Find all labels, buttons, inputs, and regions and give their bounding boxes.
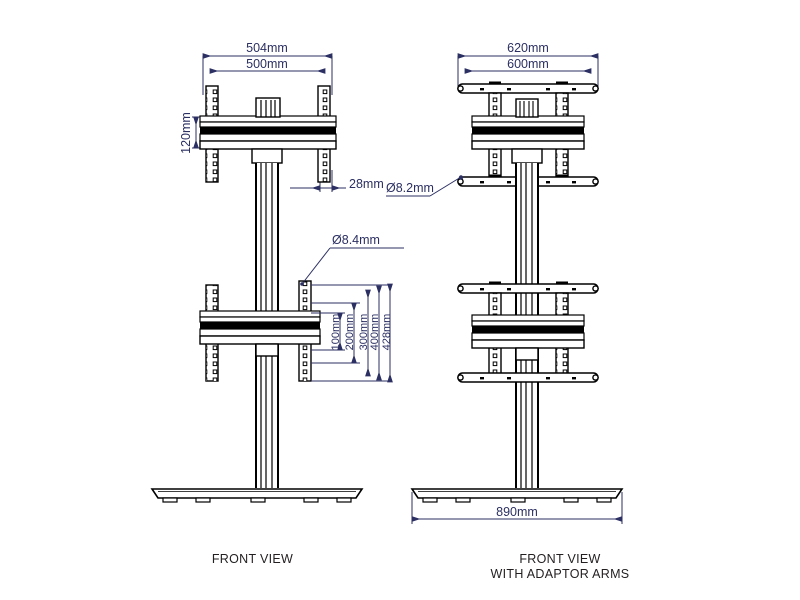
callout-diameter-84 [300, 247, 404, 286]
dimension-label-500: 500mm [246, 57, 288, 71]
callout-label-82: Ø8.2mm [386, 181, 434, 195]
dimension-504 [202, 53, 333, 95]
dimension-890 [411, 492, 623, 524]
dimension-label-28: 28mm [349, 177, 384, 191]
right-lower-post-stub [515, 347, 539, 361]
dimension-label-300: 300mm [358, 314, 370, 351]
dimension-label-890: 890mm [496, 505, 538, 519]
right-lower-crossbar [471, 314, 585, 349]
upper-post-stub [255, 97, 281, 118]
callout-diameter-82 [386, 175, 464, 197]
adaptor-arm-top [457, 81, 599, 94]
right-upper-post-stub [515, 98, 539, 118]
dimension-label-600: 600mm [507, 57, 549, 71]
caption-front-view: FRONT VIEW [211, 552, 294, 566]
left-view-group [150, 53, 404, 503]
dimension-label-120: 120mm [179, 112, 193, 154]
dimension-label-200: 200mm [344, 314, 356, 351]
left-base-plate [150, 488, 364, 503]
lower-crossbar [199, 310, 321, 345]
dimension-label-100: 100mm [330, 314, 342, 351]
dimension-620 [457, 53, 599, 90]
right-base-plate [410, 488, 624, 503]
dimension-label-428: 428mm [381, 314, 393, 351]
adaptor-arm-third [457, 281, 599, 294]
right-upper-crossbar [471, 115, 585, 150]
right-view-group [386, 53, 624, 524]
upper-crossbar [199, 115, 337, 150]
lower-post-stub [255, 343, 279, 357]
callout-label-84: Ø8.4mm [332, 233, 380, 247]
dimension-stack-left-view [311, 283, 393, 383]
dimension-label-504: 504mm [246, 41, 288, 55]
adaptor-arm-fourth [457, 372, 599, 383]
dimension-label-620: 620mm [507, 41, 549, 55]
dimension-label-400: 400mm [369, 314, 381, 351]
